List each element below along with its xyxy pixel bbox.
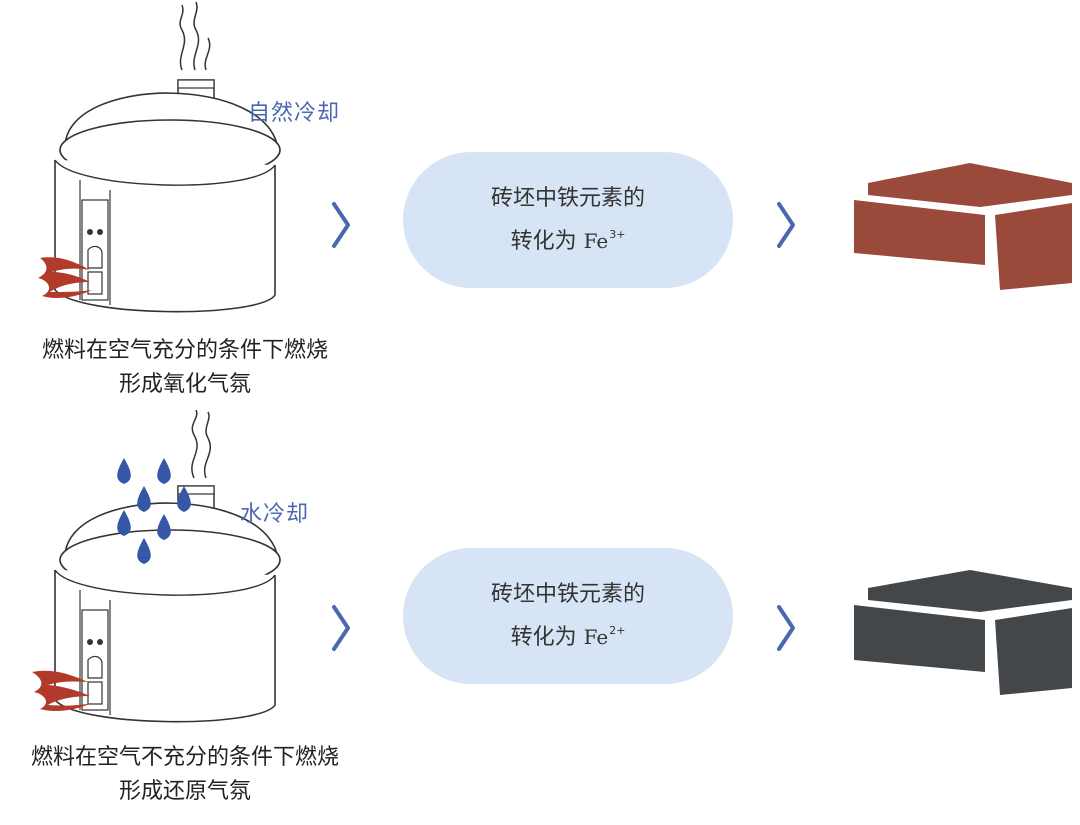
flame-icon: [32, 670, 92, 711]
caption-line: 形成氧化气氛: [118, 372, 251, 397]
water-drop-icon: [117, 458, 191, 564]
chevron-right-icon: [330, 603, 354, 653]
smoke-icon: [179, 1, 211, 71]
chevron-right-icon: [775, 603, 799, 653]
chevron-right-icon: [775, 200, 799, 250]
caption-line: 形成还原气氛: [118, 779, 251, 804]
caption-line: 燃料在空气不充分的条件下燃烧: [30, 745, 339, 770]
iron-charge: 2+: [609, 623, 626, 637]
caption-line: 燃料在空气充分的条件下燃烧: [41, 338, 328, 363]
smoke-icon: [191, 410, 211, 479]
pill-line: 砖坯中铁元素的: [490, 185, 645, 211]
iron-conversion-pill: 砖坯中铁元素的 转化为 Fe2+: [403, 548, 733, 684]
combustion-caption: 燃料在空气充分的条件下燃烧 形成氧化气氛: [0, 334, 370, 402]
chevron-right-icon: [330, 200, 354, 250]
brick-icon: [840, 155, 1080, 305]
iron-symbol: Fe: [583, 624, 609, 649]
pill-line: 砖坯中铁元素的: [490, 581, 645, 607]
iron-charge: 3+: [609, 227, 626, 241]
cooling-method-label: 水冷却: [240, 502, 310, 527]
oxidation-row: 自然冷却 燃料在空气充分的条件下燃烧 形成氧化气氛 砖坯中铁元素的 转化为 Fe…: [0, 0, 1080, 410]
iron-symbol: Fe: [583, 228, 609, 253]
pill-prefix: 转化为: [510, 228, 584, 254]
brick-icon: [840, 560, 1080, 710]
iron-conversion-pill: 砖坯中铁元素的 转化为 Fe3+: [403, 152, 733, 288]
reduction-row: 水冷却 燃料在空气不充分的条件下燃烧 形成还原气氛 砖坯中铁元素的 转化为 Fe…: [0, 410, 1080, 820]
flame-icon: [38, 257, 92, 298]
combustion-caption: 燃料在空气不充分的条件下燃烧 形成还原气氛: [0, 741, 370, 809]
cooling-method-label: 自然冷却: [248, 101, 341, 126]
pill-line: 转化为 Fe3+: [511, 217, 626, 260]
kiln-icon: [20, 410, 330, 740]
pill-prefix: 转化为: [510, 624, 584, 650]
kiln-icon: [20, 0, 330, 330]
pill-line: 转化为 Fe2+: [511, 613, 626, 656]
